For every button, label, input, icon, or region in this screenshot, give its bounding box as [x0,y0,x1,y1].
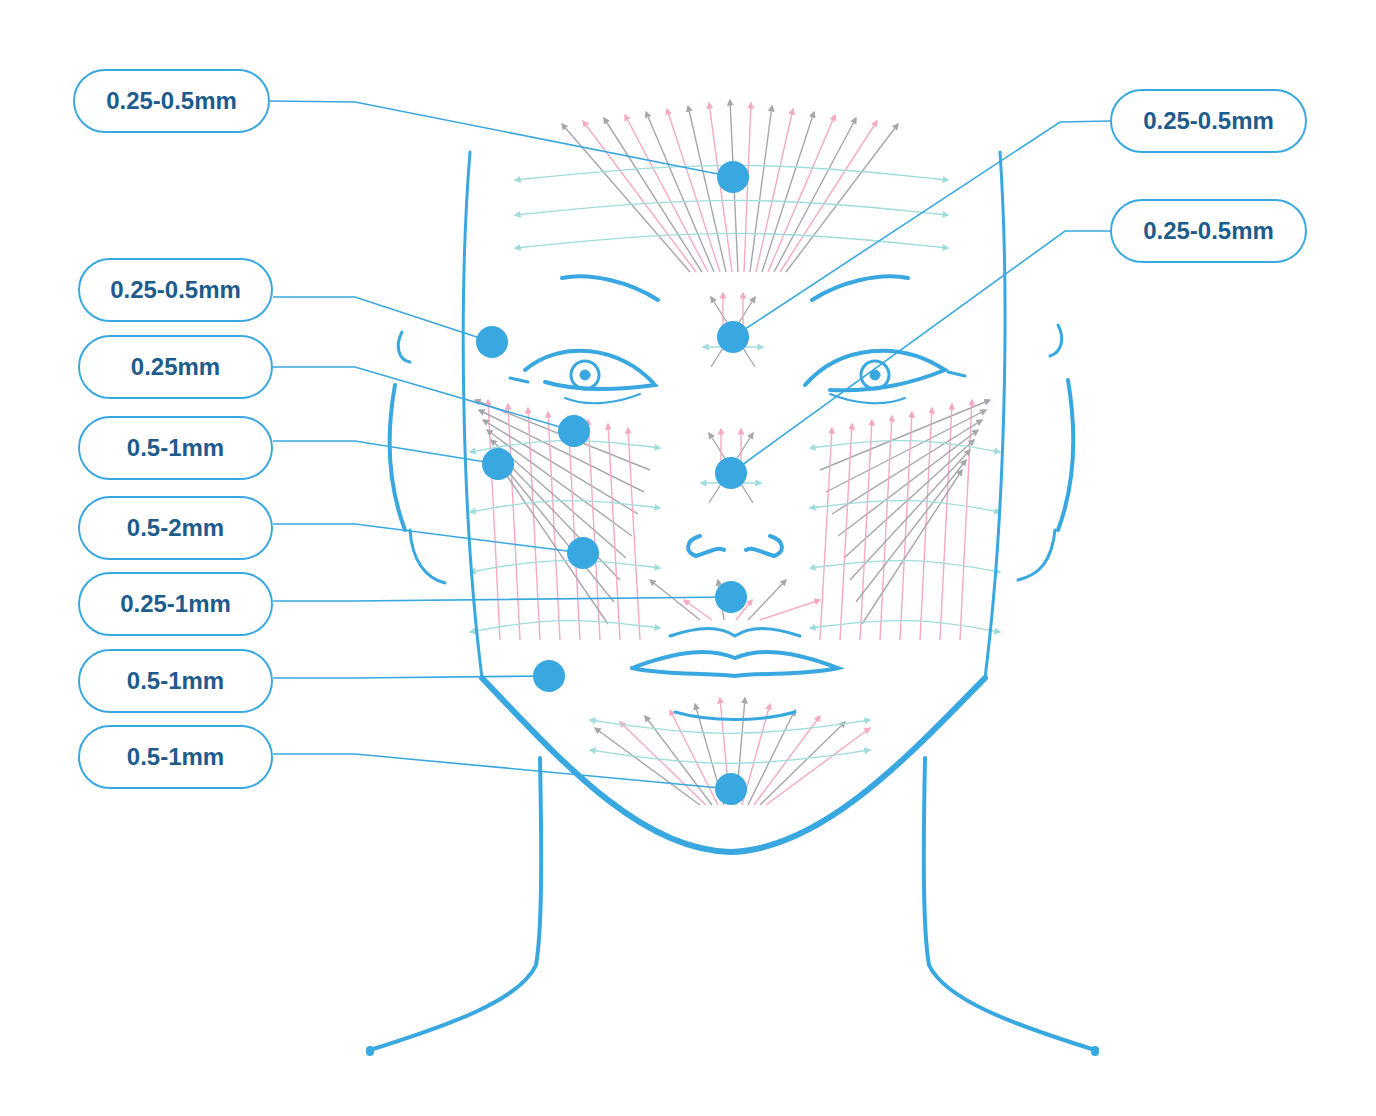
stroke-arrow [766,728,870,805]
depth-label: 0.25-1mm [120,590,231,618]
depth-callout: 0.25-0.5mm [1110,199,1307,263]
guide-arc [810,441,1000,452]
depth-label: 0.25-0.5mm [110,276,241,304]
stroke-arrow [684,600,712,620]
stroke-arrow [650,580,700,620]
stroke-arrow [860,420,872,640]
stroke-arrow [588,420,600,640]
depth-callout: 0.25-1mm [78,572,273,636]
stroke-arrow [920,408,932,640]
face-features [510,276,965,719]
stroke-arrow [488,400,500,640]
depth-callout: 0.25-0.5mm [73,69,270,133]
stroke-arrow [820,400,990,470]
stroke-arrow [820,428,832,640]
depth-callout: 0.25-0.5mm [1110,89,1307,153]
stroke-arrow [709,433,753,503]
stroke-arrow [762,112,814,272]
face-outline [370,152,1095,1052]
stroke-arrow [503,470,608,624]
stroke-arrow [786,124,898,272]
stroke-arrow [862,470,962,624]
guide-arc [470,561,660,572]
depth-callout: 0.25-0.5mm [78,258,273,322]
leader-lines [270,101,1110,789]
stroke-arrow [748,580,786,620]
depth-label: 0.5-1mm [127,743,224,771]
guide-arc [810,621,1000,632]
guide-arc [515,233,948,248]
depth-label: 0.25-0.5mm [1143,217,1274,245]
stroke-arrow [856,460,966,602]
depth-label: 0.5-1mm [127,667,224,695]
stroke-arrow [548,412,560,640]
guide-arc [515,200,948,215]
depth-callout: 0.5-2mm [78,496,273,560]
guide-arc [810,561,1000,572]
target-dots [476,161,749,805]
depth-callout: 0.5-1mm [78,725,273,789]
guide-arc [810,501,1000,512]
depth-label: 0.25-0.5mm [1143,107,1274,135]
stroke-arrow [768,115,835,272]
depth-label: 0.5-2mm [127,514,224,542]
stroke-arrow [900,412,912,640]
depth-callout: 0.25mm [78,335,273,399]
depth-label: 0.5-1mm [127,434,224,462]
stroke-arrow [646,112,714,272]
depth-callout: 0.5-1mm [78,416,273,480]
guide-arc [470,501,660,512]
stroke-arrow [711,297,755,367]
stroke-arrow [880,416,892,640]
stroke-arrows [470,100,1000,805]
depth-label: 0.25-0.5mm [106,87,237,115]
guide-arc [590,750,870,763]
stroke-arrow [711,297,755,367]
stroke-arrow [479,410,644,492]
stroke-arrow [667,109,720,272]
stroke-arrow [620,722,706,805]
stroke-arrow [604,118,702,272]
depth-label: 0.25mm [131,353,220,381]
stroke-arrow [709,433,753,503]
guide-arc [590,720,870,733]
stroke-arrow [780,121,877,272]
stroke-arrow [840,424,852,640]
depth-callout: 0.5-1mm [78,649,273,713]
stroke-arrow [760,600,820,620]
stroke-arrow [760,722,845,805]
stroke-arrow [844,440,974,558]
guide-arc [470,621,660,632]
stroke-arrow [608,424,620,640]
stroke-arrow [748,710,795,805]
stroke-arrow [499,460,614,602]
stroke-arrow [628,428,640,640]
